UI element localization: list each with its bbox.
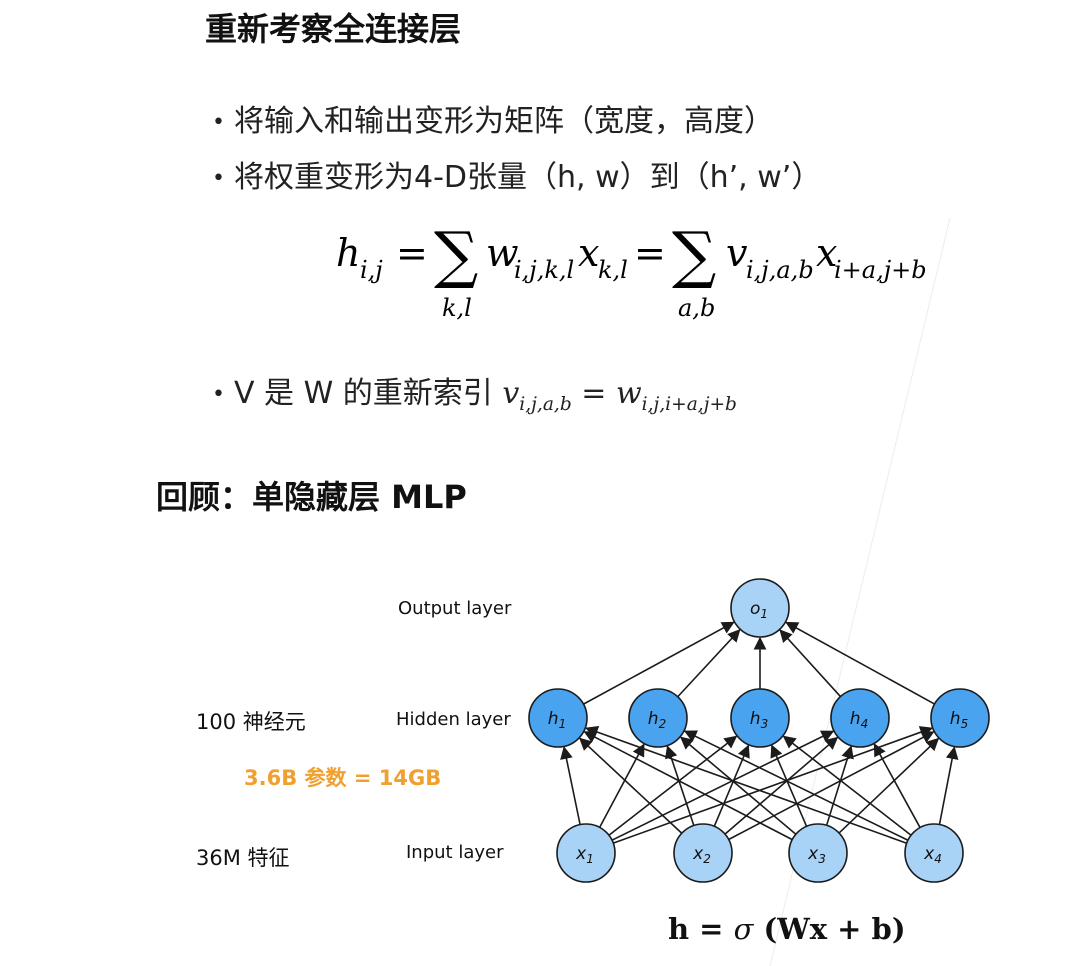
edge-x4-h3 [782, 735, 912, 836]
edge-h4-o1 [779, 629, 842, 698]
edge-h5-o1 [785, 621, 935, 705]
hidden-node-h4: h4 [830, 688, 890, 748]
hidden-node-h2: h2 [628, 688, 688, 748]
svg-text:∑: ∑ [672, 218, 716, 291]
input-layer-label: Input layer [406, 842, 504, 863]
svg-text:w: w [486, 231, 519, 275]
hidden-node-h3-label: h3 [750, 709, 768, 731]
bullet-dot: • [212, 166, 225, 191]
svg-text:∑: ∑ [434, 218, 478, 291]
bullet-reshape-tensor: • 将权重变形为4-D张量（h, w）到（h’, w’） [212, 152, 821, 196]
svg-text:=: = [396, 231, 428, 275]
bullet-text: V 是 W 的重新索引 [234, 376, 493, 411]
bullet-text: 将权重变形为4-D张量（h, w）到（h’, w’） [234, 160, 822, 195]
edge-x3-h1 [583, 731, 793, 841]
reindex-formula: vi,j,a,b = wi,j,i+a,j+b [502, 376, 737, 415]
svg-text:=: = [634, 231, 666, 275]
svg-text:h: h [336, 231, 360, 275]
section-title-mlp-review: 回顾：单隐藏层 MLP [156, 478, 467, 516]
hidden-node-h2-label: h2 [648, 709, 666, 731]
output-layer-label: Output layer [398, 598, 512, 619]
edge-x1-h1 [560, 746, 581, 825]
input-node-x3-label: x3 [807, 844, 826, 866]
edge-x3-h4 [825, 745, 854, 826]
bullet-reindex: • V 是 W 的重新索引 vi,j,a,b = wi,j,i+a,j+b [212, 368, 737, 415]
svg-text:i+a,j+b: i+a,j+b [834, 256, 927, 284]
svg-text:a,b: a,b [678, 294, 715, 322]
edge-h2-o1 [677, 629, 741, 698]
bullet-dot: • [212, 382, 225, 407]
hidden-layer-label: Hidden layer [396, 709, 511, 730]
svg-text:k,l: k,l [598, 256, 628, 284]
svg-text:x: x [816, 231, 837, 275]
edge-x1-h3 [608, 735, 738, 836]
output-node-o1-label: o1 [750, 599, 768, 621]
svg-text:k,l: k,l [442, 294, 472, 322]
svg-text:v: v [726, 231, 748, 275]
edge-x4-h1 [585, 726, 907, 844]
hidden-node-h4-label: h4 [850, 709, 868, 731]
edge-x3-h5 [838, 737, 940, 834]
hidden-node-h1: h1 [528, 688, 588, 748]
hidden-node-h3: h3 [730, 688, 790, 748]
input-node-x2-label: x2 [692, 844, 711, 866]
bullet-dot: • [212, 110, 225, 135]
features-count-label: 36M 特征 [196, 846, 290, 870]
edge-h1-o1 [583, 621, 735, 705]
edge-x2-h4 [724, 736, 839, 835]
hidden-node-h1-label: h1 [548, 709, 566, 731]
edge-x2-h5 [728, 731, 935, 841]
hidden-node-h5: h5 [930, 688, 990, 748]
svg-text:i,j,a,b: i,j,a,b [746, 256, 814, 284]
mlp-equation: h = σ (Wx + b) [668, 912, 906, 946]
edge-x3-h3 [770, 744, 808, 827]
sum-formula: h i,j = ∑ k,l w i,j,k,l x k,l = ∑ a,b v … [336, 218, 927, 322]
edge-x2-h1 [579, 737, 683, 834]
edge-x3-h2 [679, 736, 797, 835]
input-node-x4-label: x4 [923, 844, 942, 866]
neurons-count-label: 100 神经元 [196, 710, 306, 734]
edge-x4-h5 [938, 746, 959, 825]
edge-x1-h4 [611, 730, 835, 841]
params-size-label: 3.6B 参数 = 14GB [244, 766, 442, 790]
output-node-o1: o1 [730, 578, 790, 638]
svg-text:i,j: i,j [360, 256, 383, 284]
section-title-fc-revisit: 重新考察全连接层 [205, 10, 462, 48]
svg-text:x: x [578, 231, 599, 275]
edge-x4-h4 [873, 743, 921, 828]
bullet-reshape-matrix: • 将输入和输出变形为矩阵（宽度，高度） [212, 96, 774, 140]
mlp-network-diagram: x1 x2 x3 x4 h1 h2 h3 h4 h5 o1 [528, 578, 990, 883]
hidden-node-h5-label: h5 [950, 709, 968, 731]
input-node-x3: x3 [788, 823, 848, 883]
input-node-x1-label: x1 [575, 844, 594, 866]
input-node-x1: x1 [556, 823, 616, 883]
edge-x4-h2 [683, 730, 909, 841]
input-node-x4: x4 [904, 823, 964, 883]
edge-x1-h2 [598, 743, 645, 828]
svg-text:i,j,k,l: i,j,k,l [514, 256, 574, 284]
input-node-x2: x2 [673, 823, 733, 883]
bullet-text: 将输入和输出变形为矩阵（宽度，高度） [234, 104, 774, 139]
